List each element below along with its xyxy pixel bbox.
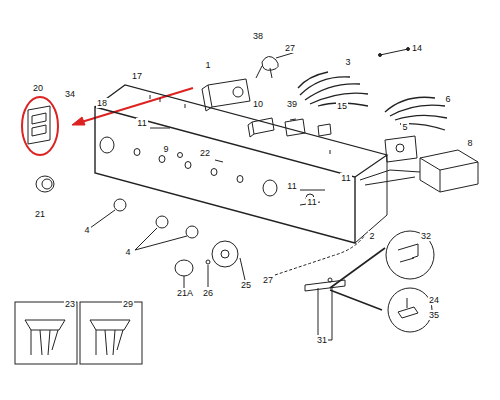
control-panel — [95, 107, 355, 243]
callout-number: 18 — [96, 98, 108, 108]
callout-number: 25 — [240, 280, 252, 290]
callout-number: 26 — [202, 288, 214, 298]
callout-number: 24 — [428, 295, 440, 305]
callout-number: 39 — [286, 99, 298, 109]
callout-number: 10 — [252, 99, 264, 109]
callout-number: 5 — [401, 122, 408, 132]
callout-number: 11 — [306, 197, 317, 207]
callout-number: 34 — [64, 89, 76, 99]
callout-number: 27 — [262, 275, 274, 285]
callout-number: 35 — [428, 310, 440, 320]
callout-number: 20 — [32, 83, 44, 93]
callout-number: 14 — [411, 43, 423, 53]
callout-number: 31 — [316, 335, 328, 345]
callout-number: 8 — [466, 138, 473, 148]
callout-number: 32 — [420, 231, 432, 241]
callout-number: 29 — [122, 299, 134, 309]
callout-number: 1 — [204, 60, 211, 70]
callout-number: 9 — [162, 144, 169, 154]
callout-number: 3 — [344, 57, 351, 67]
callout-number: 11 — [286, 181, 297, 191]
callout-number: 17 — [131, 71, 143, 81]
callout-number: 6 — [444, 94, 451, 104]
callout-number: 2 — [368, 231, 375, 241]
callout-number: 4 — [124, 247, 131, 257]
callout-number: 11 — [136, 118, 147, 128]
callout-number: 38 — [252, 31, 264, 41]
callout-number: 21 — [34, 209, 46, 219]
callout-number: 15 — [336, 101, 348, 111]
callout-number: 11 — [340, 173, 351, 183]
callout-number: 4 — [83, 225, 90, 235]
callout-number: 22 — [199, 148, 211, 158]
callout-number: 21A — [176, 288, 194, 298]
callout-number: 27 — [284, 43, 296, 53]
callout-number: 23 — [64, 299, 76, 309]
